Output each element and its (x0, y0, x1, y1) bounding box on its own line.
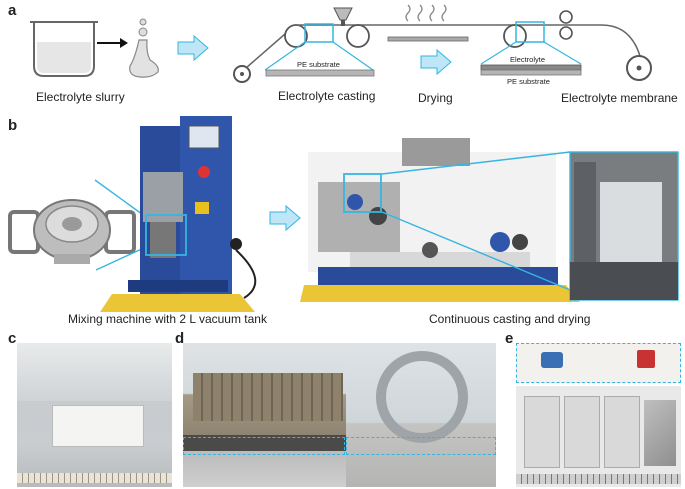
panel-b-letter: b (8, 117, 18, 134)
ring-sculpture (376, 351, 468, 443)
drying-caption: Drying (418, 91, 453, 105)
panel-a-schematic (30, 4, 652, 83)
panel-c-letter: c (8, 330, 17, 347)
highlight-box (183, 437, 345, 455)
pouch-cell (524, 396, 560, 468)
process-arrow-icon (420, 48, 452, 76)
casting-drying-caption: Continuous casting and drying (429, 312, 591, 326)
slurry-droplet-icon (129, 18, 159, 78)
pe-substrate-label: PE substrate (507, 77, 550, 86)
building-facade (193, 373, 343, 421)
pe-substrate-label: PE substrate (297, 60, 340, 69)
mixing-machine-icon (100, 116, 257, 312)
electrolyte-casting-caption: Electrolyte casting (278, 89, 376, 103)
vacuum-tank-icon (8, 199, 136, 264)
roll-top (17, 343, 172, 401)
process-arrow-icon (177, 34, 209, 62)
pouch-cell (564, 396, 600, 468)
process-arrow-icon (269, 204, 301, 232)
panel-d-letter: d (175, 330, 185, 347)
electrolyte-layer-label: Electrolyte (510, 55, 546, 64)
panel-e-letter: e (505, 330, 514, 347)
ring-sculpture-photo (346, 343, 496, 487)
panel-a-letter: a (8, 2, 17, 19)
ruler (516, 474, 681, 484)
panel-b-photos (8, 116, 679, 312)
highlight-box (346, 437, 496, 455)
mixing-machine-caption: Mixing machine with 2 L vacuum tank (68, 312, 267, 326)
logo-icon (541, 352, 563, 368)
pouch-label-strip (516, 343, 681, 383)
membrane-roll-photo (17, 343, 172, 487)
pouch-cell (604, 396, 640, 468)
paper-label (52, 405, 144, 447)
ruler (17, 473, 172, 483)
casting-closeup-photo (569, 151, 679, 301)
campus-building-photo (183, 343, 346, 487)
pouch-cells-photo (516, 386, 681, 487)
electrolyte-membrane-caption: Electrolyte membrane (561, 91, 678, 105)
electrolyte-slurry-caption: Electrolyte slurry (36, 90, 125, 104)
logo-icon (637, 350, 655, 368)
beaker-icon (30, 21, 98, 77)
pouch-cell (644, 400, 676, 466)
wall-sign (183, 435, 346, 451)
